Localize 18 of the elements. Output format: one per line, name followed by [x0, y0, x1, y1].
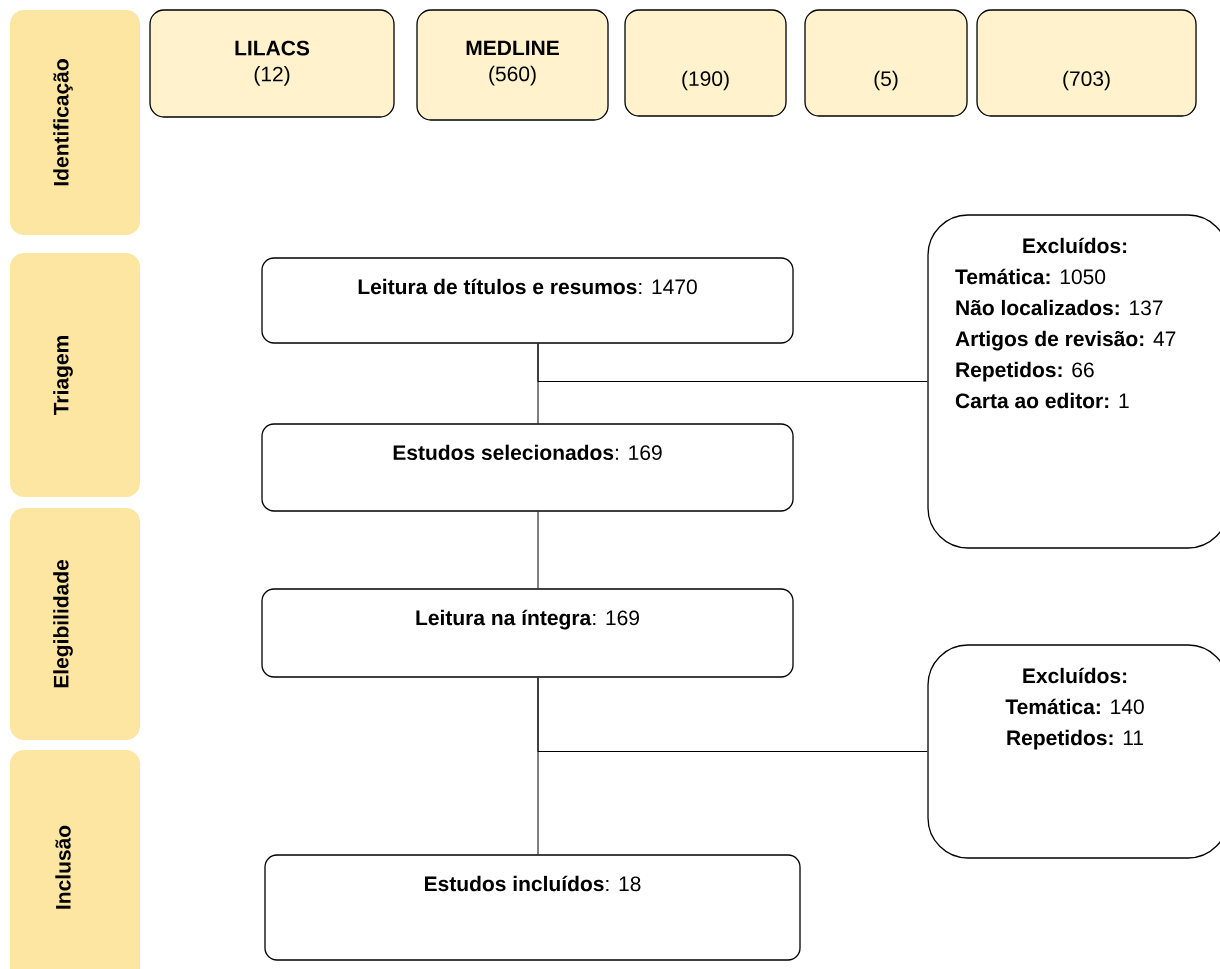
connector-line — [537, 677, 928, 752]
database-box: (703) — [976, 9, 1197, 117]
exclusion-box: Excluídos: Temática: 1050 Não localizados: 137 Artigos de revisão: 47 Repetidos: 66 Carta ao editor: 1 — [927, 214, 1220, 549]
process-box: Estudos incluídos: 18 — [264, 854, 801, 961]
process-box: Leitura de títulos e resumos: 1470 — [261, 257, 794, 344]
phase-band: Elegibilidade — [10, 508, 140, 740]
process-box: Estudos selecionados: 169 — [261, 423, 794, 512]
database-box: (5) — [804, 9, 968, 117]
database-box: MEDLINE (560) — [416, 9, 609, 121]
phase-band: Triagem — [10, 253, 140, 497]
connector-line — [537, 343, 928, 382]
phase-band: Identificação — [10, 10, 140, 235]
exclusion-box: Excluídos: Temática: 140 Repetidos: 11 — [927, 644, 1220, 859]
process-box: Leitura na íntegra: 169 — [261, 588, 794, 678]
database-box: LILACS (12) — [149, 9, 395, 118]
phase-band: Inclusão — [10, 750, 140, 969]
database-box: (190) — [624, 9, 787, 117]
connector-line — [537, 511, 539, 589]
